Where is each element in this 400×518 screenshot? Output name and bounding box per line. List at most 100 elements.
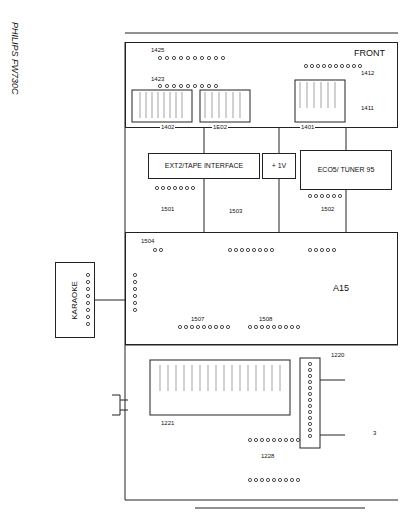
- connector-pin: [320, 248, 323, 251]
- connector-pin: [266, 478, 269, 481]
- connector-pin: [308, 422, 311, 425]
- connector-pin: [266, 438, 269, 441]
- connector-pin: [308, 410, 311, 413]
- connector-pin: [258, 248, 261, 251]
- connector-pin: [320, 194, 323, 197]
- connector-pin: [284, 325, 287, 328]
- connector-pin: [193, 84, 196, 87]
- connector-pin: [332, 194, 335, 197]
- connector-pin: [133, 308, 136, 311]
- connector-number: 3: [372, 430, 377, 436]
- wire-tick: [280, 365, 281, 391]
- wire-tick: [192, 365, 193, 391]
- module-box: + 1V: [262, 153, 296, 179]
- connector-pin: [133, 273, 136, 276]
- connector-number: 1508: [258, 316, 273, 322]
- connector-pin: [248, 325, 251, 328]
- connector-pin: [228, 248, 231, 251]
- connector-pin: [304, 64, 307, 67]
- connector-pin: [272, 325, 275, 328]
- connector-pin: [158, 56, 161, 59]
- connector-pin: [172, 56, 175, 59]
- connector-pin: [159, 248, 162, 251]
- connector-pin: [179, 56, 182, 59]
- connector-pin: [254, 325, 257, 328]
- connector-number: 1503: [228, 208, 243, 214]
- connector-pin: [270, 248, 273, 251]
- connector-pin: [240, 248, 243, 251]
- wire-tick: [328, 82, 329, 108]
- connector-pin: [86, 322, 89, 325]
- wire-connector: [204, 128, 205, 153]
- connector-pin: [254, 478, 257, 481]
- connector-number: 1502: [320, 206, 335, 212]
- connector-pin: [278, 478, 281, 481]
- connector-pin: [272, 478, 275, 481]
- connector-pin: [316, 64, 319, 67]
- connector-pin: [196, 325, 199, 328]
- connector-pin: [214, 325, 217, 328]
- connector-pin: [165, 84, 168, 87]
- wire-tick: [240, 365, 241, 391]
- connector-pin: [200, 56, 203, 59]
- node-label: A15: [333, 284, 349, 294]
- connector-pin: [314, 248, 317, 251]
- connector-pin: [328, 64, 331, 67]
- connector-pin: [346, 64, 349, 67]
- connector-pin: [334, 64, 337, 67]
- connector-pin: [326, 194, 329, 197]
- connector-pin: [352, 64, 355, 67]
- wire-tick: [307, 82, 308, 108]
- connector-pin: [260, 325, 263, 328]
- connector-pin: [310, 64, 313, 67]
- connector-number: 1220: [330, 352, 345, 358]
- connector-pin: [338, 194, 341, 197]
- connector-pin: [252, 248, 255, 251]
- connector-pin: [296, 478, 299, 481]
- connector-pin: [308, 386, 311, 389]
- node-label: ECO5/ TUNER 95: [318, 166, 375, 174]
- wire-tick: [224, 365, 225, 391]
- module-box: KARAOKE: [55, 262, 95, 338]
- connector-pin: [284, 438, 287, 441]
- connector-pin: [185, 186, 188, 189]
- connector-pin: [86, 294, 89, 297]
- connector-pin: [86, 308, 89, 311]
- connector-pin: [165, 56, 168, 59]
- connector-number: 1E02: [212, 124, 228, 130]
- node-label: FRONT: [354, 49, 385, 59]
- connector-pin: [153, 248, 156, 251]
- connector-pin: [207, 84, 210, 87]
- wire-tick: [232, 365, 233, 391]
- connector-pin: [308, 362, 311, 365]
- connector-pin: [248, 478, 251, 481]
- connector-pin: [266, 325, 269, 328]
- wire-tick: [240, 92, 241, 118]
- wire-tick: [164, 92, 165, 118]
- diagram-title: PHILIPS FW730C: [10, 22, 20, 95]
- connector-pin: [308, 194, 311, 197]
- connector-number: 1501: [160, 206, 175, 212]
- wire-tick: [200, 365, 201, 391]
- connector-number: 1425: [150, 47, 165, 53]
- connector-pin: [308, 374, 311, 377]
- connector-pin: [86, 315, 89, 318]
- connector-pin: [260, 438, 263, 441]
- wire-tick: [219, 92, 220, 118]
- wire-tick: [321, 82, 322, 108]
- board-region: A15: [125, 232, 398, 345]
- wire-tick: [264, 365, 265, 391]
- module-box: EXT2/TAPE INTERFACE: [148, 153, 260, 179]
- connector-pin: [133, 294, 136, 297]
- wire-tick: [226, 92, 227, 118]
- connector-pin: [234, 248, 237, 251]
- connector-number: 1412: [360, 70, 375, 76]
- connector-pin: [322, 64, 325, 67]
- connector-pin: [179, 84, 182, 87]
- wire-connector: [279, 179, 280, 232]
- connector-number: 1507: [190, 316, 205, 322]
- connector-pin: [254, 438, 257, 441]
- connector-pin: [167, 186, 170, 189]
- connector-pin: [308, 416, 311, 419]
- connector-pin: [226, 325, 229, 328]
